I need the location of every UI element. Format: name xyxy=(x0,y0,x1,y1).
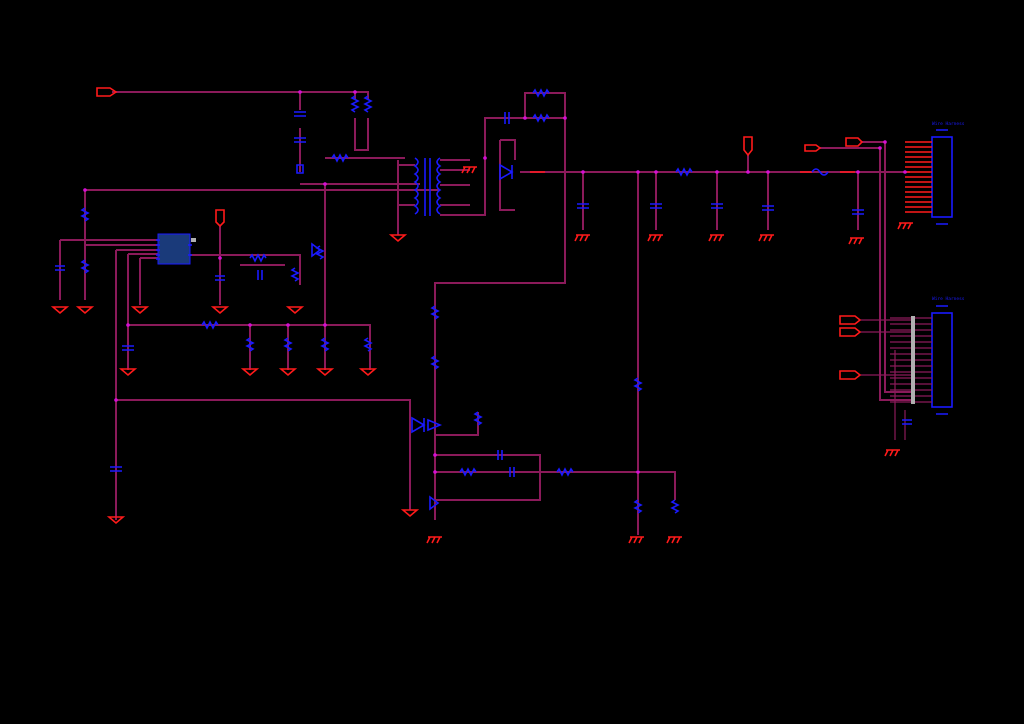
connector-j1-label: Wire Harness xyxy=(932,121,965,127)
offpage-connector-icon xyxy=(215,209,225,228)
connector-j1 xyxy=(931,129,953,225)
labels: Wire Harness Wire Harness xyxy=(932,121,965,302)
resistor-icon xyxy=(80,95,680,514)
wires xyxy=(59,91,915,535)
power-symbols xyxy=(50,87,913,544)
chassis-ground-icon xyxy=(426,166,913,544)
ground-icon xyxy=(50,234,420,525)
input-arrow-icon xyxy=(96,87,118,97)
fuse-icon xyxy=(811,168,829,176)
ic-chip xyxy=(156,233,196,265)
resistor-h-icon xyxy=(201,88,693,477)
connector-j2 xyxy=(931,305,953,415)
junctions xyxy=(83,90,907,474)
connector-j2-label: Wire Harness xyxy=(932,296,965,302)
connector-pins xyxy=(890,141,932,404)
transformer-icon xyxy=(413,157,442,216)
offpage-connector-icon xyxy=(743,136,753,157)
diode-icon xyxy=(296,163,514,511)
components xyxy=(55,88,953,514)
capacitor-icon xyxy=(55,111,912,477)
